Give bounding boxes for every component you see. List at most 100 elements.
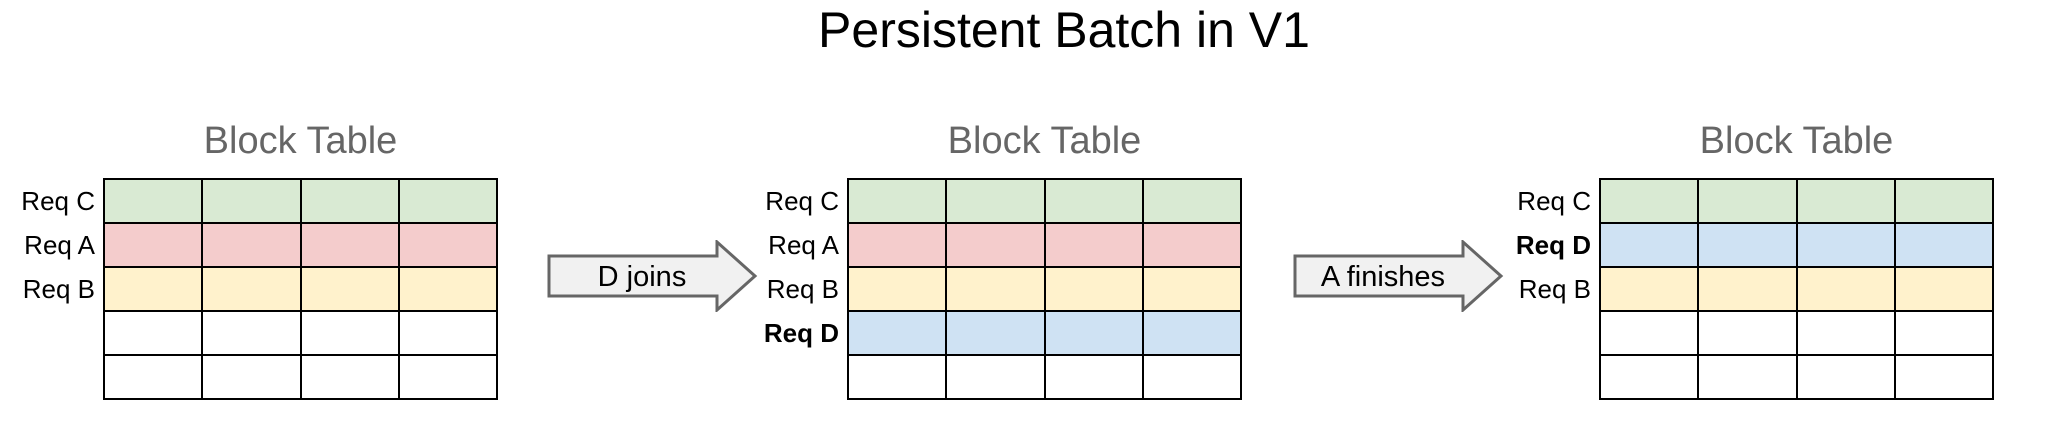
block-arrow-icon: D joins (547, 240, 758, 312)
block-cell (1795, 268, 1894, 310)
block-cell (201, 268, 299, 310)
block-table-panel-2: Block Table Req C Req A Req B Req D (744, 104, 1242, 400)
table-row-req-a (849, 222, 1240, 266)
block-cell (1795, 180, 1894, 222)
table-row-req-b (1601, 266, 1992, 310)
block-cell (1601, 312, 1697, 354)
table-row-req-c (1601, 180, 1992, 222)
block-cell (1697, 268, 1795, 310)
block-cell (1601, 268, 1697, 310)
block-cell (1141, 312, 1240, 354)
row-label-column: Req C Req A Req B (0, 178, 95, 400)
block-cell (397, 268, 496, 310)
block-cell (1893, 356, 1992, 398)
block-grid (847, 178, 1242, 400)
block-cell (1697, 356, 1795, 398)
row-label-empty (1496, 355, 1591, 399)
row-label-empty (1496, 311, 1591, 355)
block-cell (1043, 312, 1142, 354)
block-cell (945, 224, 1043, 266)
block-cell (945, 180, 1043, 222)
block-cell (299, 312, 398, 354)
block-cell (299, 224, 398, 266)
row-label-empty (744, 355, 839, 399)
block-cell (1141, 224, 1240, 266)
row-label-empty (0, 355, 95, 399)
block-cell (1795, 312, 1894, 354)
row-label-column: Req C Req D Req B (1496, 178, 1591, 400)
block-cell (1043, 356, 1142, 398)
row-label-req-a: Req A (24, 229, 95, 260)
block-table-heading: Block Table (947, 119, 1142, 162)
block-cell (1601, 224, 1697, 266)
block-cell (299, 356, 398, 398)
row-label-req-c: Req C (765, 185, 839, 216)
block-cell (1141, 180, 1240, 222)
block-cell (849, 312, 945, 354)
block-cell (1043, 268, 1142, 310)
block-cell (849, 268, 945, 310)
row-label-req-a: Req A (768, 229, 839, 260)
block-cell (201, 180, 299, 222)
block-grid (1599, 178, 1994, 400)
block-cell (201, 356, 299, 398)
transition-arrow-d-joins: D joins (547, 240, 758, 312)
block-cell (1697, 224, 1795, 266)
block-cell (1043, 180, 1142, 222)
table-row-req-a (105, 222, 496, 266)
block-table-panel-3: Block Table Req C Req D Req B (1496, 104, 1994, 400)
block-cell (1893, 180, 1992, 222)
block-cell (105, 268, 201, 310)
row-label-req-b: Req B (22, 273, 95, 304)
table-row-empty (849, 354, 1240, 398)
block-table-heading: Block Table (203, 119, 398, 162)
block-cell (1893, 224, 1992, 266)
block-table-panel-1: Block Table Req C Req A Req B (0, 104, 498, 400)
table-row-req-b (849, 266, 1240, 310)
table-row-empty (1601, 354, 1992, 398)
row-label-req-c: Req C (1517, 185, 1591, 216)
transition-arrow-a-finishes: A finishes (1293, 240, 1504, 312)
block-cell (945, 268, 1043, 310)
block-cell (397, 224, 496, 266)
block-cell (105, 224, 201, 266)
table-row-req-d (849, 310, 1240, 354)
block-cell (201, 312, 299, 354)
block-cell (105, 312, 201, 354)
block-cell (945, 312, 1043, 354)
table-row-req-d (1601, 222, 1992, 266)
row-label-column: Req C Req A Req B Req D (744, 178, 839, 400)
block-cell (945, 356, 1043, 398)
page-title: Persistent Batch in V1 (818, 2, 1310, 58)
block-cell (1043, 224, 1142, 266)
block-cell (1601, 180, 1697, 222)
table-row-empty (105, 354, 496, 398)
block-cell (849, 180, 945, 222)
block-cell (105, 356, 201, 398)
block-cell (849, 224, 945, 266)
block-cell (1141, 356, 1240, 398)
table-row-req-c (849, 180, 1240, 222)
block-cell (201, 224, 299, 266)
row-label-req-b: Req B (766, 273, 839, 304)
table-row-req-b (105, 266, 496, 310)
block-cell (299, 268, 398, 310)
arrow-label: A finishes (1321, 261, 1445, 293)
block-cell (1795, 224, 1894, 266)
block-cell (1141, 268, 1240, 310)
table-row-req-c (105, 180, 496, 222)
block-cell (299, 180, 398, 222)
table-row-empty (1601, 310, 1992, 354)
row-label-req-b: Req B (1518, 273, 1591, 304)
row-label-req-c: Req C (21, 185, 95, 216)
block-cell (397, 312, 496, 354)
block-cell (1601, 356, 1697, 398)
block-cell (105, 180, 201, 222)
block-cell (1697, 180, 1795, 222)
block-cell (1893, 312, 1992, 354)
table-row-empty (105, 310, 496, 354)
block-cell (397, 356, 496, 398)
block-cell (1795, 356, 1894, 398)
block-arrow-icon: A finishes (1293, 240, 1504, 312)
